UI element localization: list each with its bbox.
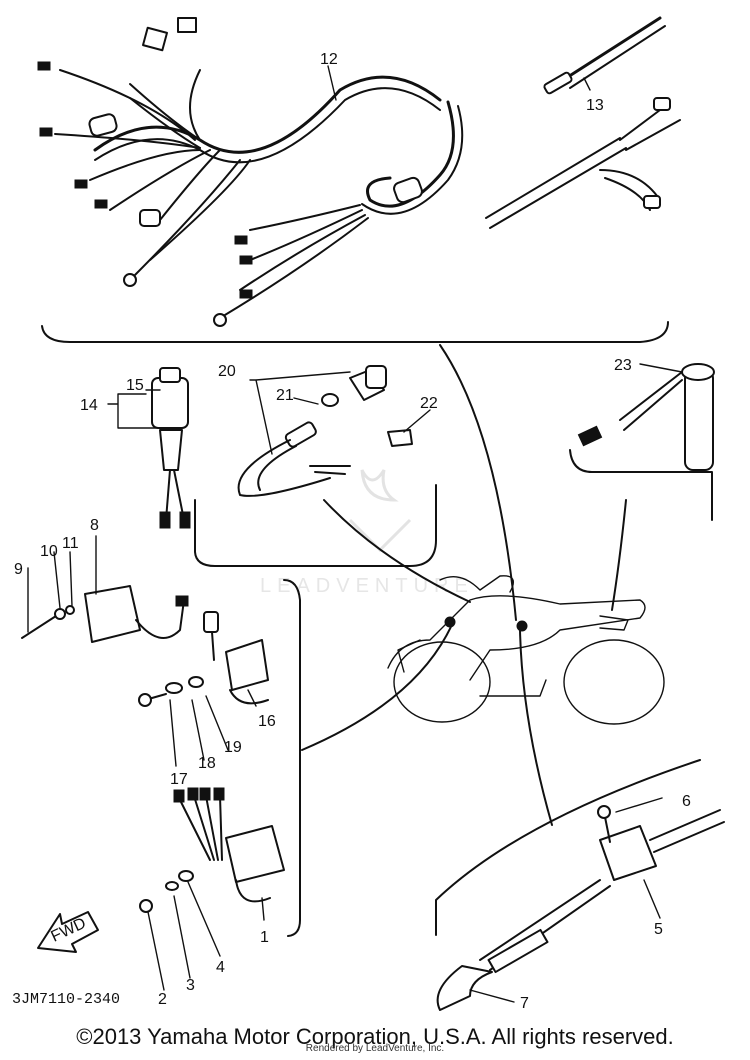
starter-switch xyxy=(237,365,387,497)
watermark: LEADVENTURE xyxy=(260,469,474,597)
callout-7: 7 xyxy=(520,995,529,1012)
callout-15: 15 xyxy=(126,377,144,394)
clip xyxy=(387,429,413,447)
upper-section-border xyxy=(41,321,669,343)
ignition-coil xyxy=(138,611,269,707)
callout-16: 16 xyxy=(258,713,276,730)
callout-20: 20 xyxy=(218,363,236,380)
sub-harness xyxy=(485,97,681,229)
copyright-notice: ©2013 Yamaha Motor Corporation, U.S.A. A… xyxy=(76,1024,674,1049)
callout-5: 5 xyxy=(654,921,663,938)
callout-14: 14 xyxy=(80,397,98,414)
middle-section-border xyxy=(194,484,437,567)
starter-cable xyxy=(436,805,725,1011)
callout-2: 2 xyxy=(158,991,167,1008)
atv-outline xyxy=(387,575,665,725)
callout-13: 13 xyxy=(586,97,604,114)
callout-22: 22 xyxy=(420,395,438,412)
right-section-border xyxy=(569,449,713,521)
callout-numbers: 12 13 14 15 20 21 22 23 8 9 10 11 16 17 … xyxy=(14,51,691,1012)
main-switch xyxy=(151,367,191,529)
callout-18: 18 xyxy=(198,755,216,772)
callout-19: 19 xyxy=(224,739,242,756)
callout-4: 4 xyxy=(216,959,225,976)
bottom-section-border xyxy=(435,759,701,936)
callout-12: 12 xyxy=(320,51,338,68)
fwd-arrow-icon: FWD xyxy=(37,911,99,953)
rectifier-regulator xyxy=(139,787,285,913)
harness-sleeve xyxy=(543,16,666,95)
drawing-code: 3JM7110-2340 xyxy=(12,991,121,1008)
callout-23: 23 xyxy=(614,357,632,374)
cdi-unit xyxy=(21,585,189,643)
callout-11: 11 xyxy=(62,535,79,552)
callout-21: 21 xyxy=(276,387,294,404)
callout-9: 9 xyxy=(14,561,23,578)
callout-1: 1 xyxy=(260,929,269,946)
callout-8: 8 xyxy=(90,517,99,534)
callout-17: 17 xyxy=(170,771,188,788)
callout-3: 3 xyxy=(186,977,195,994)
leader-lines xyxy=(301,344,627,826)
callout-6: 6 xyxy=(682,793,691,810)
callout-leaders xyxy=(27,65,683,1003)
callout-10: 10 xyxy=(40,543,58,560)
capacitor xyxy=(577,363,715,471)
watermark-text: LEADVENTURE xyxy=(260,575,474,597)
rendered-by-notice: Rendered by LeadVenture, Inc. xyxy=(305,1043,445,1054)
wire-harness xyxy=(37,17,464,327)
left-section-border xyxy=(283,579,301,937)
